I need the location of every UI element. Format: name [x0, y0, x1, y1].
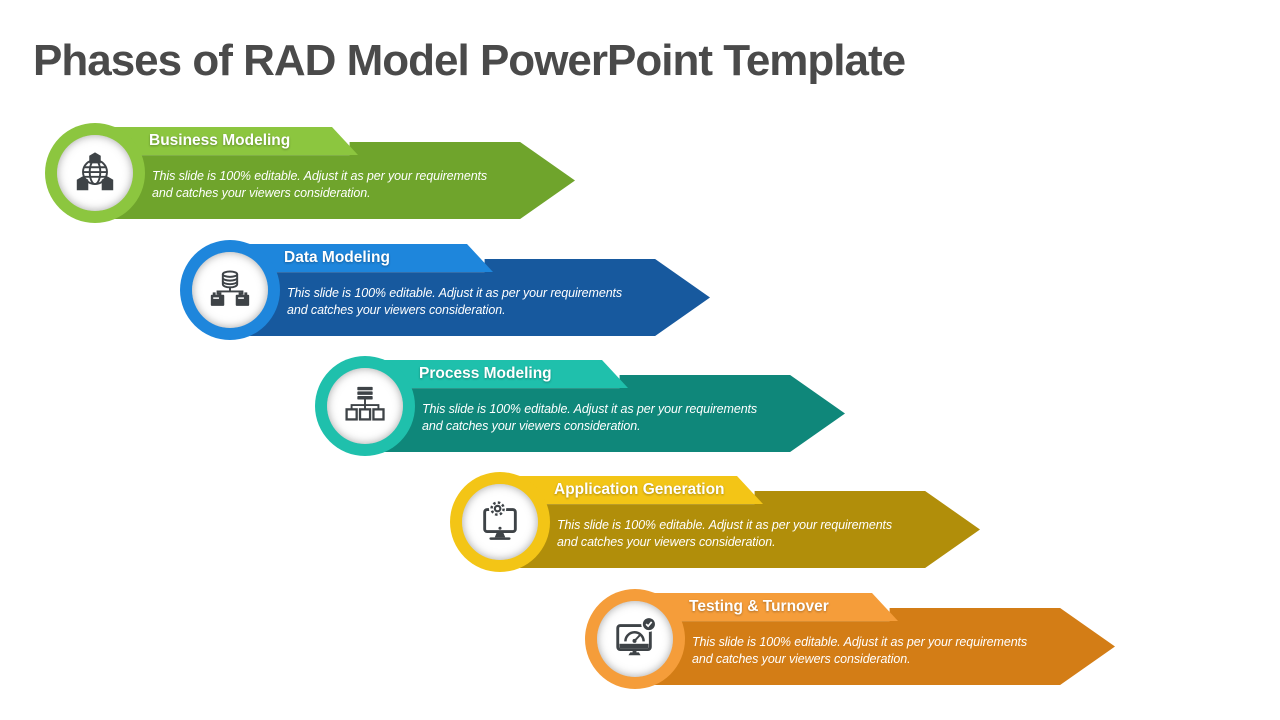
- globe-cubes-icon: [57, 135, 133, 211]
- monitor-gear-icon: [462, 484, 538, 560]
- phase-banner-testing-turnover: This slide is 100% editable. Adjust it a…: [585, 589, 1117, 689]
- phase-description: This slide is 100% editable. Adjust it a…: [422, 402, 758, 433]
- phase-title: Process Modeling: [419, 365, 552, 382]
- phase-icon-circle: [45, 123, 145, 223]
- phase-description: This slide is 100% editable. Adjust it a…: [152, 169, 488, 200]
- monitor-gauge-check-icon: [597, 601, 673, 677]
- phase-banner-business-modeling: This slide is 100% editable. Adjust it a…: [45, 123, 577, 223]
- phase-banner-application-generation: This slide is 100% editable. Adjust it a…: [450, 472, 982, 572]
- phase-title: Business Modeling: [149, 132, 291, 149]
- database-servers-icon: [192, 252, 268, 328]
- phase-header-band: Data Modeling: [230, 244, 493, 272]
- server-flowchart-icon: [327, 368, 403, 444]
- phase-header-band: Testing & Turnover: [635, 593, 898, 621]
- phase-icon-circle: [450, 472, 550, 572]
- phase-title: Application Generation: [554, 481, 725, 498]
- phase-banner-process-modeling: This slide is 100% editable. Adjust it a…: [315, 356, 847, 456]
- phase-description: This slide is 100% editable. Adjust it a…: [692, 635, 1028, 666]
- phase-title: Testing & Turnover: [689, 598, 829, 615]
- phase-description: This slide is 100% editable. Adjust it a…: [287, 286, 623, 317]
- phase-icon-circle: [315, 356, 415, 456]
- phase-banner-data-modeling: This slide is 100% editable. Adjust it a…: [180, 240, 712, 340]
- slide-title: Phases of RAD Model PowerPoint Template: [33, 36, 906, 85]
- phase-description: This slide is 100% editable. Adjust it a…: [557, 518, 893, 549]
- phase-title: Data Modeling: [284, 249, 390, 266]
- phase-icon-circle: [585, 589, 685, 689]
- phase-icon-circle: [180, 240, 280, 340]
